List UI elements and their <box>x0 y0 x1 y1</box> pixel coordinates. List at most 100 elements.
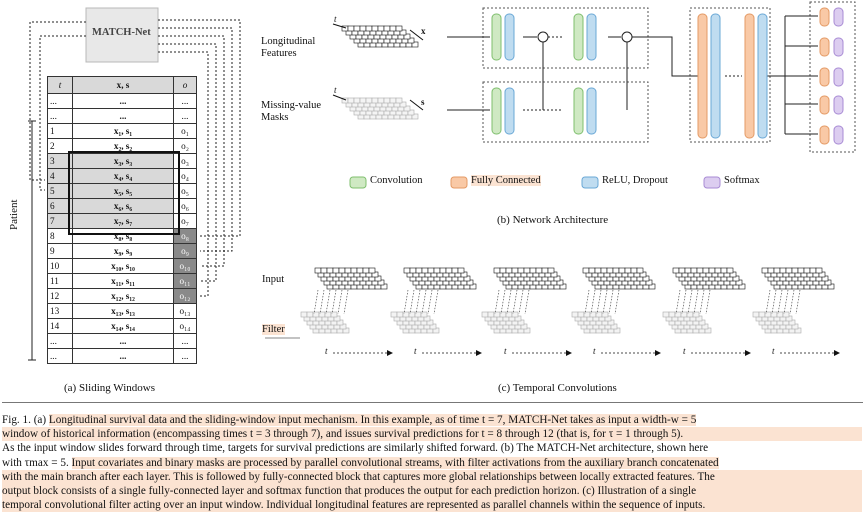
input-cell <box>809 267 817 274</box>
cell-t: 5 <box>47 183 73 199</box>
stack-cell <box>395 25 403 32</box>
input-cell <box>332 267 340 274</box>
caption-c: (c) Temporal Convolutions <box>498 382 617 394</box>
input-cell <box>726 267 734 274</box>
caption-b-text: (b) Network Architecture <box>497 214 609 226</box>
cell-xs: x₁₄, s₁₄ <box>72 318 174 334</box>
filter-cell <box>776 311 784 318</box>
filter-link <box>789 289 795 315</box>
stack-cell <box>353 97 361 104</box>
concat-node-1 <box>537 31 549 43</box>
cell-xs: ... <box>72 348 174 364</box>
time-label: t <box>683 346 686 356</box>
cell-xs: x₅, s₅ <box>72 183 174 199</box>
filter-link <box>409 289 415 315</box>
input-cell <box>439 267 447 274</box>
stack-cell <box>359 97 367 104</box>
caption-line-4: with τmax = 5. Input covariates and bina… <box>2 456 862 470</box>
legend-item: Softmax <box>724 175 760 186</box>
input-cell <box>606 267 614 274</box>
input-cell <box>535 267 543 274</box>
cell-o: o₁₀ <box>173 258 197 274</box>
time-arrowhead <box>566 350 572 356</box>
cell-xs: ... <box>72 93 174 109</box>
caption-b: (b) Network Architecture <box>497 214 608 226</box>
table-row: ......... <box>47 108 197 124</box>
filter-link <box>319 289 325 315</box>
input-cell <box>493 267 501 274</box>
input-cell <box>624 267 632 274</box>
stack-cell <box>399 29 407 36</box>
stack-cell <box>399 101 407 108</box>
cell-o: o₃ <box>173 153 197 169</box>
header-t: t <box>47 76 73 94</box>
filter-cell <box>782 311 790 318</box>
input-cell <box>350 267 358 274</box>
temporal-conv-frame <box>481 267 572 356</box>
cell-o: o₅ <box>173 183 197 199</box>
conv-block-bottom <box>482 81 649 143</box>
filter-link <box>777 289 783 315</box>
softmax-bar <box>833 7 844 27</box>
filter-cell <box>583 311 591 318</box>
time-arrowhead <box>745 350 751 356</box>
input-cell <box>326 267 334 274</box>
cell-xs: x₄, s₄ <box>72 168 174 184</box>
conv-block-top <box>482 7 649 69</box>
softmax-bar <box>833 67 844 87</box>
relu-bar <box>586 13 597 61</box>
filter-link <box>705 289 711 315</box>
input-cell <box>600 267 608 274</box>
filter-link <box>415 289 421 315</box>
input-cell <box>815 267 823 274</box>
input1-line2: Features <box>261 48 297 59</box>
filter-cell <box>408 311 416 318</box>
conv-bar <box>573 87 584 135</box>
table-row: ......... <box>47 348 197 364</box>
stack-cell <box>407 37 415 44</box>
legend-item: Fully Connected <box>471 175 541 186</box>
patient-label: Patient <box>8 199 20 230</box>
match-net-label: MATCH-Net <box>92 27 151 38</box>
relu-bar <box>757 13 768 139</box>
caption-line-7: temporal convolutional filter acting ove… <box>2 498 862 513</box>
filter-cell <box>577 311 585 318</box>
filter-cell <box>330 311 338 318</box>
time-label: t <box>325 346 328 356</box>
cell-o: o₇ <box>173 213 197 229</box>
input-cell <box>797 267 805 274</box>
axis-arrow <box>332 94 347 101</box>
input-cell <box>356 267 364 274</box>
axis-arrow <box>409 29 424 41</box>
concat-node-2 <box>621 31 633 43</box>
filter-cell <box>318 311 326 318</box>
axis-x-top: x <box>421 26 426 36</box>
filter-link <box>771 289 777 315</box>
temporal-conv-frame <box>390 267 482 356</box>
filter-link <box>403 289 409 315</box>
output-fc-bar <box>819 37 830 57</box>
cell-o: o₁₃ <box>173 303 197 319</box>
caption-a-text: (a) Sliding Windows <box>64 382 156 394</box>
filter-cell <box>505 311 513 318</box>
legend-swatches <box>349 176 721 189</box>
cell-xs: ... <box>72 333 174 349</box>
filter-link <box>614 289 620 315</box>
filter-cell <box>420 311 428 318</box>
stack-cell <box>353 25 361 32</box>
filter-cell <box>481 311 489 318</box>
filter-link <box>506 289 512 315</box>
temporal-conv-illustrations <box>265 267 840 356</box>
stack-cell <box>365 25 373 32</box>
cell-xs: ... <box>72 108 174 124</box>
temporal-conv-frame <box>300 267 393 356</box>
filter-link <box>518 289 524 315</box>
axis-s-bottom: s <box>421 97 425 107</box>
cell-xs: x₁₀, s₁₀ <box>72 258 174 274</box>
cell-t: 11 <box>47 273 73 289</box>
stack-cell <box>411 113 419 120</box>
